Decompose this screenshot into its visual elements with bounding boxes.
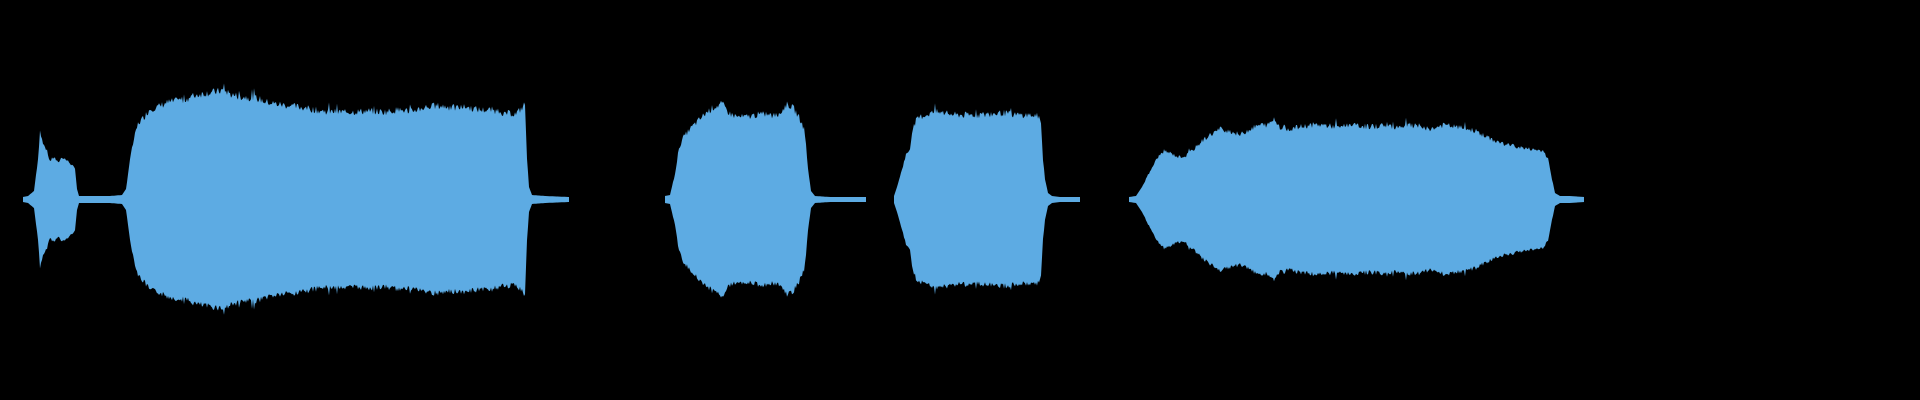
segment-3: [894, 103, 1080, 295]
waveform-segments: [23, 83, 1584, 315]
segment-1: [122, 83, 569, 315]
segment-1a: [23, 130, 122, 269]
segment-4: [1129, 117, 1584, 282]
segment-2: [665, 100, 866, 298]
